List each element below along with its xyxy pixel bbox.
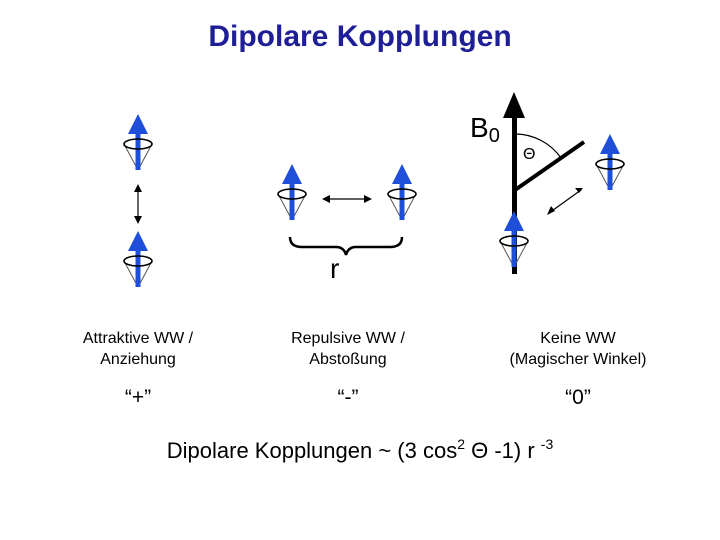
spin-icon: [123, 113, 153, 171]
distance-arrow-icon: [547, 188, 583, 215]
case-label-line: Abstoßung: [309, 351, 387, 368]
distance-arrow-icon: [134, 184, 142, 224]
case-label-magic-angle: Keine WW (Magischer Winkel): [488, 328, 668, 370]
distance-label: r: [330, 253, 340, 284]
case-label-line: Anziehung: [100, 351, 176, 368]
brace-icon: [288, 236, 404, 256]
sign-attraction: “+”: [124, 386, 152, 409]
spin-icon: [499, 210, 529, 268]
b0-field-icon: [503, 92, 525, 274]
angle-icon: [513, 133, 586, 192]
theta-label: Θ: [523, 146, 536, 163]
case-label-repulsion: Repulsive WW / Abstoßung: [268, 328, 428, 370]
spin-icon: [277, 163, 307, 221]
case-label-line: Repulsive WW /: [291, 330, 405, 347]
case-label-line: (Magischer Winkel): [509, 351, 647, 368]
spin-icon: [123, 230, 153, 288]
case-label-line: Keine WW: [540, 330, 616, 347]
case-label-line: Attraktive WW /: [82, 330, 194, 347]
case-label-attraction: Attraktive WW / Anziehung: [58, 328, 218, 370]
sign-repulsion: “-”: [337, 386, 359, 409]
b0-label: B0: [470, 112, 500, 147]
distance-arrow-icon: [322, 195, 372, 203]
page-title: Dipolare Kopplungen: [208, 20, 512, 53]
spin-icon: [387, 163, 417, 221]
spin-icon: [595, 133, 625, 191]
coupling-formula: Dipolare Kopplungen ~ (3 cos2 Θ -1) r -3: [166, 436, 554, 463]
sign-magic-angle: “0”: [565, 386, 591, 409]
